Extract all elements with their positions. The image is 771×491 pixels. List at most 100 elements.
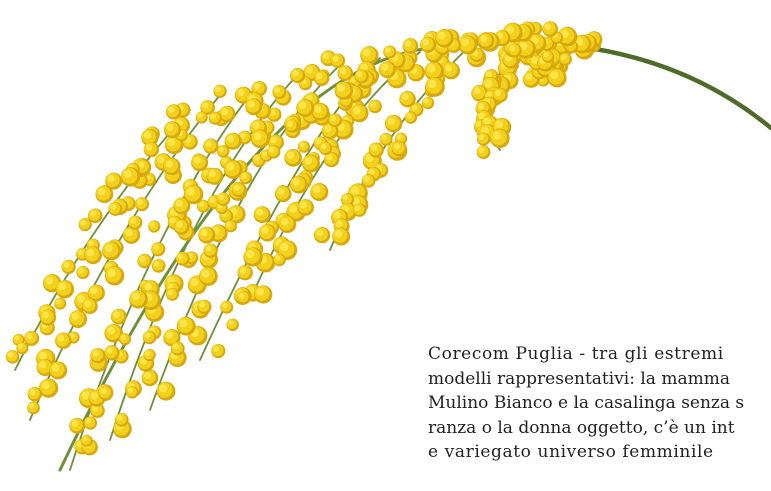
mimosa-flower	[557, 26, 578, 47]
mimosa-flower	[195, 111, 208, 124]
article-paragraph: Corecom Puglia - tra gli estremi modelli…	[428, 342, 771, 465]
mimosa-flower	[55, 279, 75, 299]
mimosa-flower	[378, 61, 396, 79]
mimosa-flower	[224, 220, 237, 233]
mimosa-flower	[69, 310, 88, 329]
article-line: ranza o la donna oggetto, c’è un int	[428, 417, 735, 438]
mimosa-flower	[278, 215, 297, 234]
mimosa-flower	[559, 52, 572, 66]
mimosa-flower	[237, 265, 253, 281]
mimosa-flower	[143, 349, 156, 362]
mimosa-flower	[284, 148, 303, 167]
mimosa-flower	[289, 175, 308, 194]
mimosa-flower	[118, 333, 132, 346]
article-line: Corecom Puglia - tra gli estremi	[428, 344, 724, 364]
mimosa-flower	[203, 138, 219, 154]
mimosa-flower	[208, 111, 222, 125]
mimosa-flower	[251, 80, 268, 97]
mimosa-flower	[218, 105, 236, 123]
mimosa-flower	[104, 323, 124, 343]
mimosa-flower	[507, 43, 522, 58]
mimosa-flower	[175, 251, 190, 266]
mimosa-flower	[95, 185, 114, 204]
mimosa-flower	[83, 416, 98, 430]
mimosa-flower	[476, 132, 491, 146]
mimosa-flower	[166, 287, 179, 301]
mimosa-flower	[216, 144, 230, 158]
mimosa-flower	[69, 417, 86, 434]
mimosa-flower	[332, 227, 351, 246]
mimosa-flower	[471, 84, 488, 102]
mimosa-flower	[223, 160, 243, 180]
mimosa-flower	[328, 113, 342, 128]
mimosa-flower	[5, 350, 20, 364]
mimosa-flower	[384, 114, 403, 133]
mimosa-flower	[490, 128, 510, 149]
mimosa-flower	[245, 98, 263, 116]
mimosa-flower	[352, 203, 367, 217]
mimosa-flower	[458, 35, 478, 55]
mimosa-flower	[27, 387, 42, 402]
mimosa-flower	[239, 171, 253, 185]
mimosa-flower	[337, 65, 354, 81]
mimosa-flower	[478, 32, 495, 49]
mimosa-flower	[110, 308, 127, 325]
mimosa-flower	[361, 174, 376, 188]
mimosa-flower	[296, 99, 315, 118]
mimosa-flower	[266, 144, 281, 159]
mimosa-flower	[368, 99, 382, 114]
mimosa-flower	[272, 85, 287, 100]
mimosa-flower	[81, 298, 98, 315]
mimosa-flower	[213, 84, 227, 99]
mimosa-flower	[38, 378, 59, 398]
article-line: Mulino Bianco e la casalinga senza s	[428, 393, 745, 413]
mimosa-flower	[297, 140, 311, 153]
mimosa-flower	[143, 141, 160, 158]
mimosa-flower	[253, 206, 271, 224]
mimosa-flower	[404, 111, 418, 124]
mimosa-flower	[399, 90, 416, 108]
mimosa-flower	[425, 77, 445, 97]
mimosa-flower	[148, 220, 161, 233]
stem	[109, 71, 301, 441]
mimosa-flower	[442, 61, 460, 80]
mimosa-flower	[330, 53, 346, 69]
mimosa-flower	[334, 81, 354, 100]
mimosa-flower	[191, 154, 209, 172]
mimosa-flower	[542, 21, 559, 37]
mimosa-flower	[216, 192, 231, 206]
mimosa-flower	[87, 208, 103, 224]
mimosa-flower	[105, 172, 123, 190]
mimosa-flower	[42, 274, 62, 293]
mimosa-flower	[206, 167, 224, 185]
mimosa-flower	[16, 342, 29, 355]
article-line: modelli rappresentativi: la mamma	[428, 368, 730, 389]
mimosa-flower	[273, 253, 286, 267]
mimosa-flower	[547, 68, 567, 88]
mimosa-flower	[39, 309, 57, 326]
mimosa-flower	[196, 199, 210, 213]
mimosa-flower	[301, 154, 320, 173]
mimosa-flower	[420, 36, 437, 53]
mimosa-flower	[141, 369, 159, 387]
mimosa-flower	[142, 330, 157, 345]
mimosa-flower	[78, 217, 92, 232]
mimosa-flower	[297, 199, 314, 216]
mimosa-flower	[231, 182, 247, 198]
mimosa-flower	[313, 226, 331, 244]
mimosa-flower	[541, 50, 555, 63]
mimosa-flower	[310, 183, 329, 202]
mimosa-flower	[198, 226, 216, 244]
mimosa-flower	[175, 102, 191, 118]
mimosa-flower	[368, 142, 384, 158]
mimosa-flower	[203, 243, 218, 258]
mimosa-flower	[104, 266, 125, 286]
mimosa-flower	[170, 341, 185, 356]
mimosa-flower	[76, 265, 90, 280]
mimosa-flower	[424, 61, 444, 81]
mimosa-flower	[173, 197, 191, 215]
mimosa-flower	[55, 332, 72, 350]
mimosa-flower	[128, 215, 143, 230]
mimosa-flower	[129, 289, 148, 309]
